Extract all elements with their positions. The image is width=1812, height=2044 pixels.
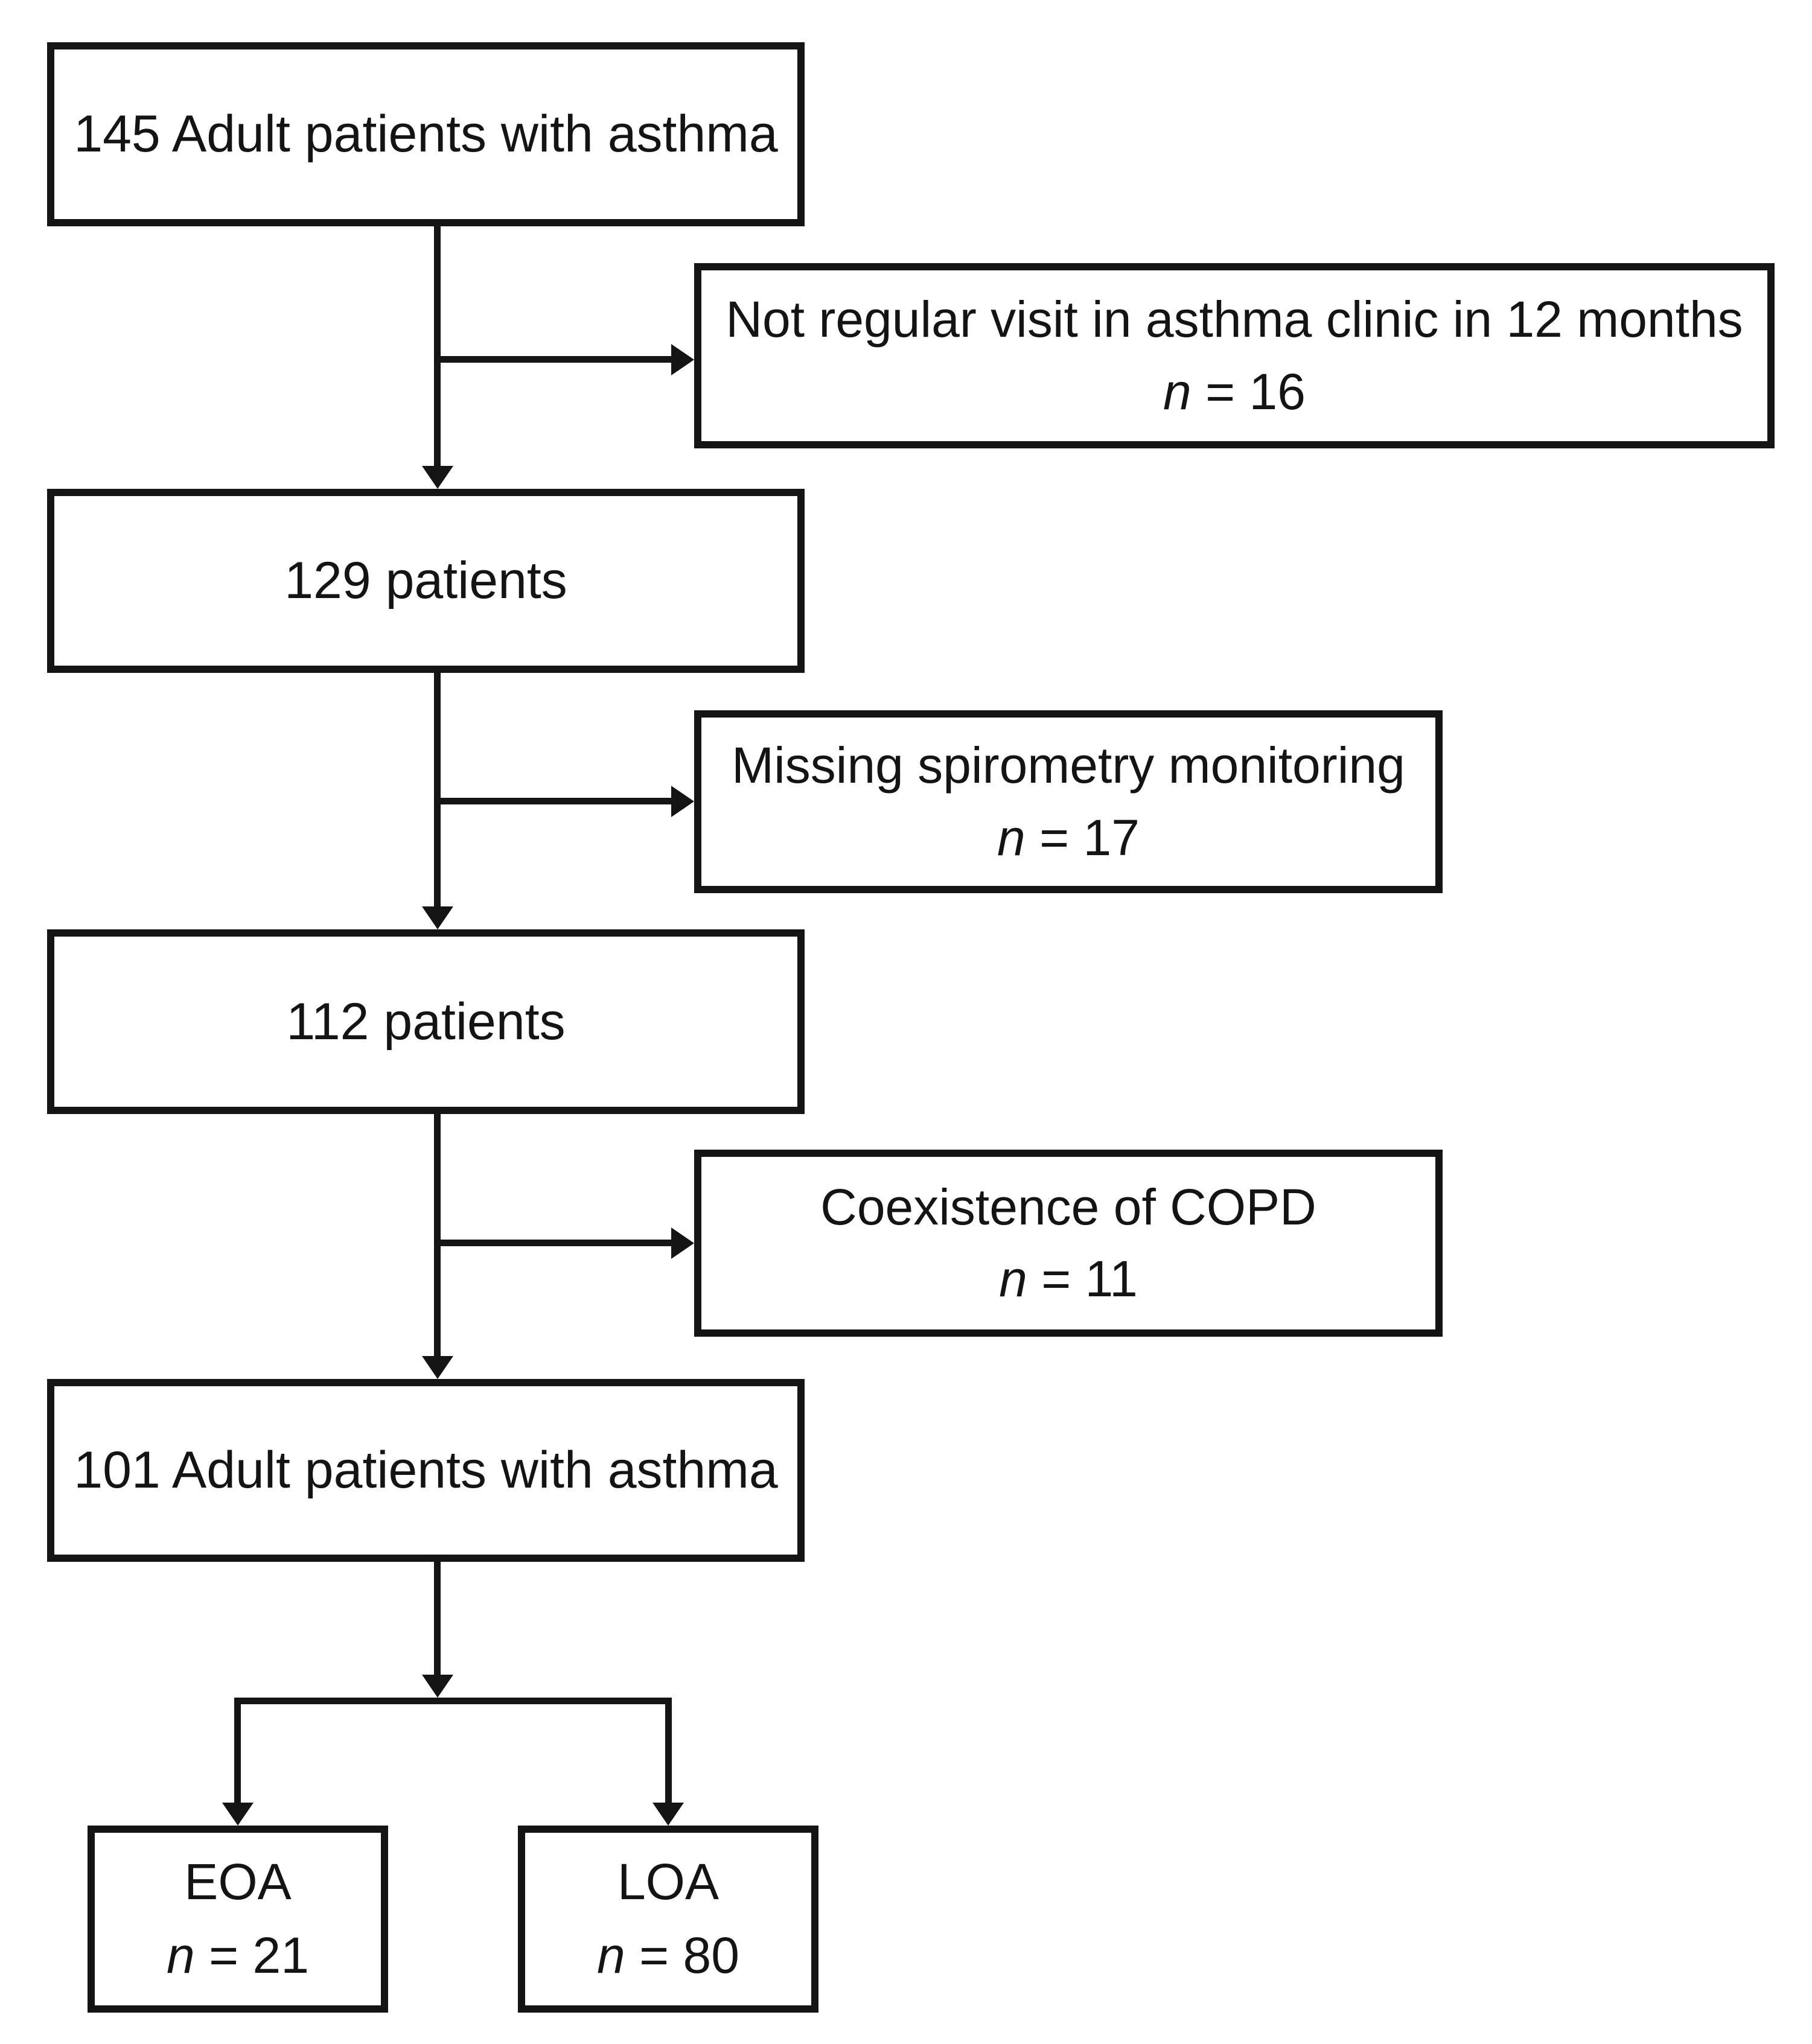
arrowhead-right-1 — [671, 344, 694, 375]
arrowhead-right-2 — [671, 786, 694, 817]
connector-split-bar — [234, 1698, 672, 1704]
node-129-label: 129 patients — [284, 552, 567, 610]
exclusion-count: n = 17 — [997, 802, 1140, 874]
group-count: n = 80 — [597, 1919, 739, 1993]
connector-branch-2 — [438, 798, 671, 804]
arrowhead-down-eoa — [222, 1803, 254, 1826]
n-value: = 80 — [625, 1927, 739, 1984]
exclusion-reason: Missing spirometry monitoring — [732, 737, 1405, 794]
node-112-patients: 112 patients — [47, 929, 805, 1114]
node-112-label: 112 patients — [286, 992, 566, 1051]
n-symbol: n — [999, 1250, 1027, 1307]
exclusion-not-regular-visit: Not regular visit in asthma clinic in 12… — [694, 263, 1775, 448]
node-eoa-group: EOA n = 21 — [88, 1826, 388, 2013]
connector-branch-3 — [438, 1240, 671, 1246]
group-label: EOA — [184, 1853, 292, 1911]
node-enrolled-patients: 145 Adult patients with asthma — [47, 42, 805, 226]
connector-v2 — [434, 672, 441, 906]
arrowhead-down-3 — [422, 1356, 453, 1379]
node-129-patients: 129 patients — [47, 489, 805, 673]
node-final-patients: 101 Adult patients with asthma — [47, 1379, 805, 1562]
exclusion-reason: Coexistence of COPD — [820, 1178, 1316, 1235]
arrowhead-down-1 — [422, 466, 453, 489]
arrowhead-down-loa — [652, 1803, 684, 1826]
node-loa-group: LOA n = 80 — [518, 1826, 818, 2013]
n-value: = 16 — [1191, 363, 1306, 420]
n-symbol: n — [167, 1927, 195, 1984]
arrowhead-right-3 — [671, 1227, 694, 1259]
connector-v3 — [434, 1113, 441, 1356]
exclusion-count: n = 16 — [1163, 356, 1306, 428]
connector-v4 — [434, 1561, 441, 1675]
n-symbol: n — [597, 1927, 625, 1984]
exclusion-missing-spirometry: Missing spirometry monitoring n = 17 — [694, 710, 1443, 893]
node-enrolled-label: 145 Adult patients with asthma — [74, 105, 778, 163]
exclusion-count: n = 11 — [999, 1243, 1138, 1315]
connector-v1 — [434, 225, 441, 466]
arrowhead-down-2 — [422, 906, 453, 929]
exclusion-copd: Coexistence of COPD n = 11 — [694, 1150, 1443, 1337]
n-symbol: n — [1163, 363, 1192, 420]
n-value: = 11 — [1027, 1250, 1138, 1307]
connector-split-left — [234, 1698, 241, 1803]
node-final-label: 101 Adult patients with asthma — [74, 1441, 778, 1499]
exclusion-reason: Not regular visit in asthma clinic in 12… — [726, 291, 1743, 348]
n-value: = 21 — [194, 1927, 309, 1984]
group-label: LOA — [617, 1853, 719, 1911]
connector-split-right — [665, 1698, 672, 1803]
connector-branch-1 — [438, 356, 671, 363]
n-value: = 17 — [1025, 809, 1140, 866]
arrowhead-down-4 — [422, 1675, 453, 1698]
n-symbol: n — [997, 809, 1026, 866]
group-count: n = 21 — [167, 1919, 309, 1993]
